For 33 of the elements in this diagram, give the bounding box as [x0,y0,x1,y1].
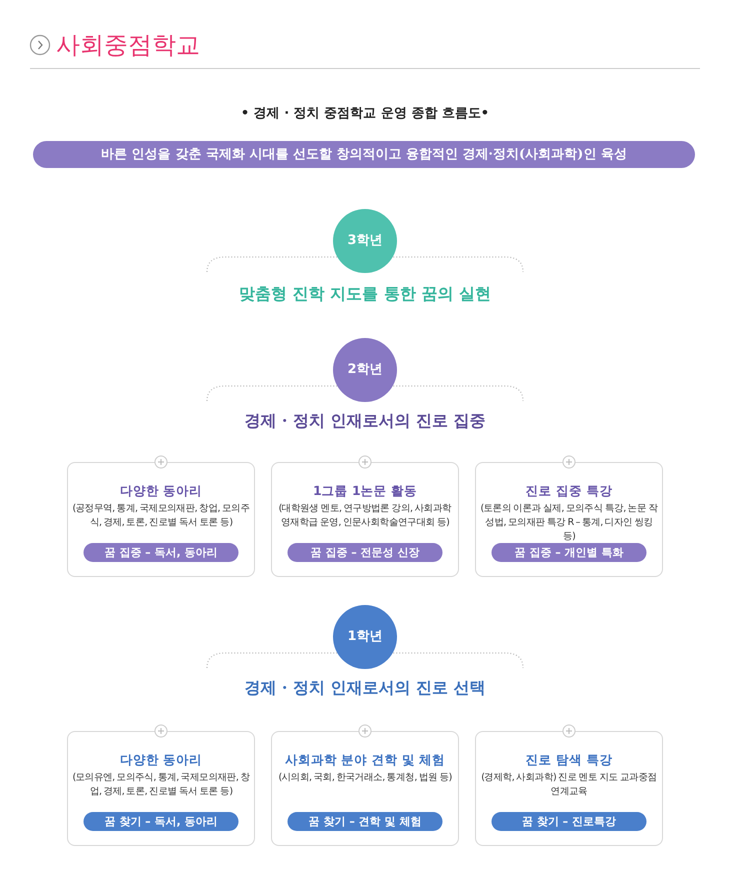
grade-circle: 2학년 [333,338,397,402]
card-text: (공정무역, 통계, 국제모의재판, 창업, 모의주식, 경제, 토론, 진로별 독서 토론 등) [71,502,251,530]
card-heading: 사회과학 분야 견학 및 체험 [284,752,446,769]
slogan-text: 경제 · 정치 인재로서의 진로 선택 [243,678,487,699]
slogan-text: 경제 · 정치 인재로서의 진로 집중 [243,411,487,432]
tag-pill: 꿈 집중 – 독서, 동아리 [84,543,238,562]
card-heading: 진로 집중 특강 [524,483,614,500]
tag-pill: 꿈 집중 – 전문성 신장 [288,543,442,562]
program-card [475,462,663,577]
tag-pill: 꿈 집중 – 개인별 특화 [492,543,646,562]
grade-circle: 3학년 [333,209,397,273]
slogan-text: 맞춤형 진학 지도를 통한 꿈의 실현 [238,284,492,305]
program-card [271,462,459,577]
tag-pill: 꿈 찾기 – 견학 및 체험 [288,812,442,831]
subtitle: • 경제 · 정치 중점학교 운영 종합 흐름도• [240,105,490,122]
card-text: (경제학, 사회과학) 진로 멘토 지도 교과중점 연계교육 [480,771,658,799]
card-text: (대학원생 멘토, 연구방법론 강의, 사회과학 영재학급 운영, 인문사회학술연구대회 등) [278,502,452,530]
program-card [67,462,255,577]
tag-pill: 꿈 찾기 – 독서, 동아리 [84,812,238,831]
card-heading: 1그룹 1논문 활동 [312,483,418,500]
program-card [271,731,459,846]
banner: 바른 인성을 갖춘 국제화 시대를 선도할 창의적이고 융합적인 경제·정치(사회과학)인 육성 [33,141,695,168]
card-heading: 다양한 동아리 [118,483,204,500]
card-text: (모의유엔, 모의주식, 통계, 국제모의재판, 창업, 경제, 토론, 진로별 독서 토론 등) [71,771,251,799]
card-heading: 다양한 동아리 [118,752,204,769]
program-card [475,731,663,846]
grade-circle: 1학년 [333,605,397,669]
page-title: 사회중점학교 [56,30,200,61]
tag-pill: 꿈 찾기 – 진로특강 [492,812,646,831]
card-heading: 진로 탐색 특강 [524,752,614,769]
card-text: (시의회, 국회, 한국거래소, 통계청, 법원 등) [278,771,452,785]
card-text: (토론의 이론과 실제, 모의주식 특강, 논문 작성법, 모의재판 특강 R – 통계, 디자인 씽킹 등) [479,502,659,544]
program-card [67,731,255,846]
